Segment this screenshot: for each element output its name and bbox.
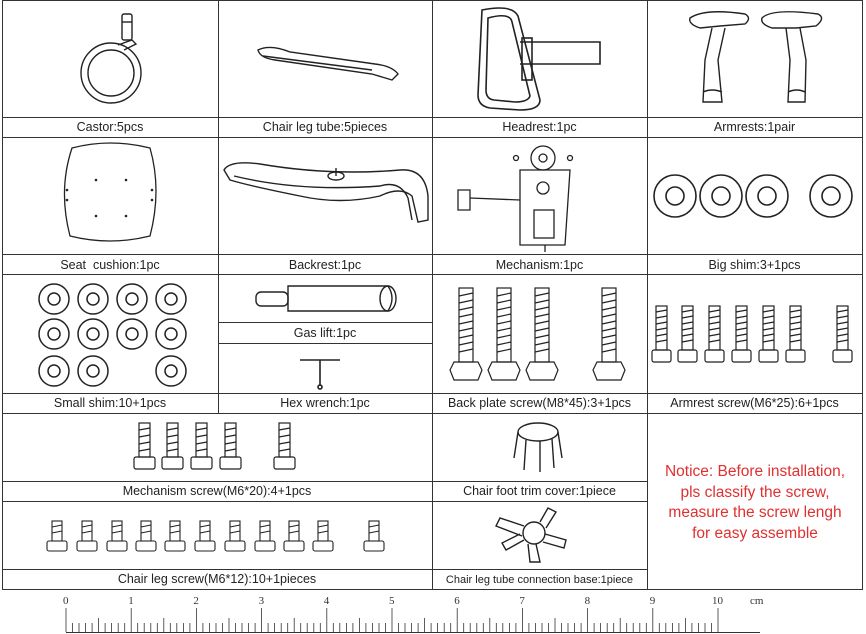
caption-big-shim: Big shim:3+1pcs	[708, 258, 801, 272]
seat-cushion-drawing	[63, 142, 157, 242]
caption-armrests: Armrests:1pair	[713, 120, 796, 134]
armrests-drawing	[689, 11, 823, 103]
ruler-label: 7	[519, 595, 525, 607]
armrest-screws-drawing	[651, 305, 853, 363]
castor-drawing	[80, 13, 142, 104]
caption-chair-leg-screw: Chair leg screw(M6*12):10+1pieces	[117, 572, 317, 586]
caption-gas-lift: Gas lift:1pc	[293, 326, 357, 340]
caption-connection-base: Chair leg tube connection base:1piece	[445, 574, 634, 586]
back-plate-screws-drawing	[449, 287, 626, 381]
notice-line-3: measure the screw lengh	[668, 504, 842, 521]
caption-hex-wrench: Hex wrench:1pc	[280, 396, 370, 410]
ruler-label: 3	[258, 595, 265, 607]
ruler-label: 2	[193, 595, 199, 607]
ruler-label: 1	[128, 595, 134, 607]
gas-lift-drawing	[255, 285, 397, 312]
ruler-label: 9	[649, 595, 656, 607]
ruler-label: 10	[712, 595, 723, 607]
caption-foot-trim-cover: Chair foot trim cover:1piece	[463, 484, 616, 498]
headrest-drawing	[477, 7, 601, 111]
caption-seat-cushion: Seat cushion:1pc	[60, 258, 160, 272]
mechanism-drawing	[457, 145, 574, 252]
caption-backrest: Backrest:1pc	[288, 258, 362, 272]
mechanism-screws-drawing	[133, 422, 296, 470]
caption-castor: Castor:5pcs	[76, 120, 144, 134]
connection-base-drawing	[495, 507, 567, 563]
ruler-label: 0	[63, 595, 69, 607]
ruler	[65, 608, 719, 632]
small-shim-drawing	[38, 283, 187, 387]
caption-headrest: Headrest:1pc	[502, 120, 577, 134]
caption-chair-leg-tube: Chair leg tube:5pieces	[262, 120, 388, 134]
caption-mechanism: Mechanism:1pc	[495, 258, 584, 272]
leg-screws-drawing	[46, 520, 385, 552]
backrest-drawing	[223, 162, 429, 223]
caption-mechanism-screw: Mechanism screw(M6*20):4+1pcs	[122, 484, 312, 498]
ruler-unit: cm	[750, 595, 764, 607]
foot-trim-cover-drawing	[513, 422, 563, 472]
ruler-label: 4	[323, 595, 330, 607]
hex-wrench-drawing	[300, 359, 340, 390]
caption-small-shim: Small shim:10+1pcs	[53, 396, 167, 410]
ruler-label: 5	[389, 595, 395, 607]
caption-armrest-screw: Armrest screw(M6*25):6+1pcs	[670, 396, 839, 410]
leg-tube-drawing	[257, 46, 399, 81]
notice-line-1: Notice: Before installation,	[664, 463, 846, 480]
notice-line-2: pls classify the screw,	[680, 483, 830, 501]
assembly-notice: Notice: Before installation, pls classif…	[648, 462, 862, 544]
caption-back-plate-screw: Back plate screw(M8*45):3+1pcs	[447, 396, 632, 410]
ruler-label: 8	[584, 595, 591, 607]
notice-line-4: for easy assemble	[692, 524, 818, 542]
big-shim-drawing	[653, 174, 853, 218]
ruler-label: 6	[454, 595, 460, 607]
